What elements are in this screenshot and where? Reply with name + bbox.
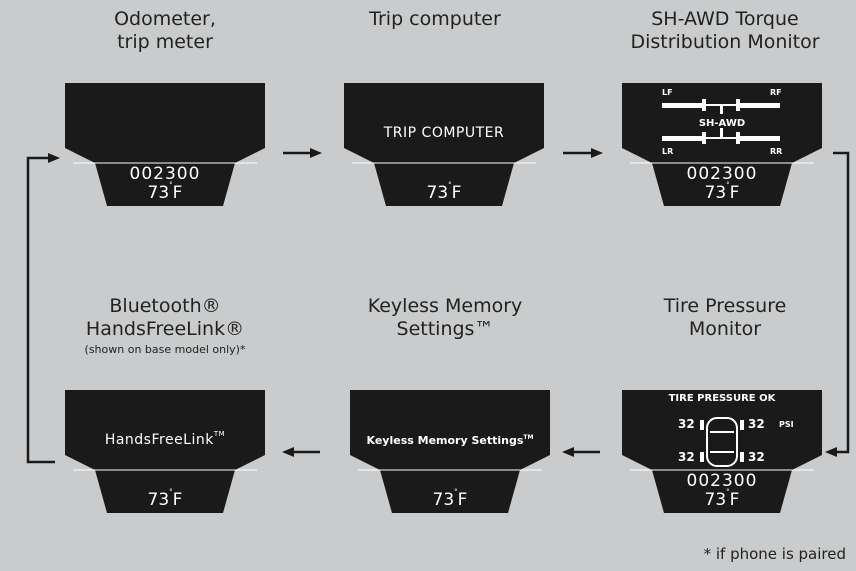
tm-mark: TM — [523, 434, 534, 441]
rr-label: RR — [770, 147, 783, 156]
temp-value: 73 — [147, 490, 170, 510]
display-tire: TIRE PRESSURE OK 32 32 PSI 32 32 002300 … — [622, 390, 822, 513]
odometer-reading: 002300 — [686, 471, 758, 491]
tire-rr: 32 — [748, 450, 765, 464]
lf-label: LF — [662, 88, 673, 97]
temperature: 73°F — [426, 181, 462, 203]
label-bluetooth-note: (shown on base model only)* — [84, 343, 246, 356]
message-text: Keyless Memory Settings — [366, 434, 524, 447]
tire-status: TIRE PRESSURE OK — [668, 393, 776, 404]
label-shawd-line2: Distribution Monitor — [630, 31, 820, 53]
label-bluetooth-line2: HandsFreeLink® — [85, 318, 245, 340]
message-text: HandsFreeLink — [104, 432, 214, 448]
temp-unit: F — [729, 490, 740, 510]
label-bluetooth: Bluetooth® HandsFreeLink® (shown on base… — [55, 295, 275, 359]
temp-unit: F — [172, 490, 183, 510]
temp-value: 73 — [704, 490, 727, 510]
tire-rl: 32 — [678, 450, 695, 464]
label-trip-line1: Trip computer — [369, 8, 501, 30]
temperature: 73°F — [704, 488, 740, 510]
psi-label: PSI — [779, 420, 794, 429]
tire-fl: 32 — [678, 417, 695, 431]
label-shawd: SH-AWD Torque Distribution Monitor — [610, 8, 840, 54]
keyless-message: Keyless Memory SettingsTM — [350, 434, 550, 447]
temp-unit: F — [451, 183, 462, 203]
temperature: 73°F — [432, 488, 468, 510]
temp-unit: F — [172, 183, 183, 203]
display-shawd: LF RF SH-AWD LR RR 002300 73°F — [622, 83, 822, 206]
temperature: 73°F — [704, 181, 740, 203]
label-tire: Tire Pressure Monitor — [620, 295, 830, 341]
display-keyless: Keyless Memory SettingsTM 73°F — [350, 390, 550, 513]
label-tire-line2: Monitor — [688, 318, 762, 340]
temp-unit: F — [729, 183, 740, 203]
label-odometer-line2: trip meter — [117, 31, 213, 53]
torque-bars-icon — [662, 99, 780, 144]
temp-value: 73 — [426, 183, 449, 203]
lr-label: LR — [662, 147, 674, 156]
display-bluetooth: HandsFreeLinkTM 73°F — [65, 390, 265, 513]
temp-value: 73 — [147, 183, 170, 203]
label-tire-line1: Tire Pressure — [663, 295, 787, 317]
label-odometer-line1: Odometer, — [114, 8, 216, 30]
temp-value: 73 — [432, 490, 455, 510]
label-keyless-line1: Keyless Memory — [367, 295, 523, 317]
label-trip: Trip computer — [330, 8, 540, 31]
label-bluetooth-line1: Bluetooth® — [109, 295, 221, 317]
display-odometer: 002300 73°F — [65, 83, 265, 206]
temperature: 73°F — [147, 181, 183, 203]
temp-value: 73 — [704, 183, 727, 203]
label-keyless: Keyless Memory Settings™ — [340, 295, 550, 341]
trip-message: TRIP COMPUTER — [383, 125, 505, 141]
label-odometer: Odometer, trip meter — [60, 8, 270, 54]
handsfreelink-message: HandsFreeLinkTM — [65, 430, 265, 448]
temp-unit: F — [457, 490, 468, 510]
display-trip: TRIP COMPUTER 73°F — [344, 83, 544, 206]
car-top-view-icon — [706, 417, 738, 467]
label-shawd-line1: SH-AWD Torque — [651, 8, 799, 30]
arrow-shawd-to-tire — [833, 151, 850, 454]
tm-mark: TM — [213, 430, 226, 438]
tire-fr: 32 — [748, 417, 765, 431]
odometer-reading: 002300 — [129, 164, 201, 184]
shawd-label: SH-AWD — [698, 118, 746, 129]
temperature: 73°F — [147, 488, 183, 510]
odometer-reading: 002300 — [686, 164, 758, 184]
label-keyless-line2: Settings™ — [396, 318, 494, 340]
rf-label: RF — [770, 88, 782, 97]
arrow-bluetooth-to-odo — [26, 156, 55, 464]
footnote: * if phone is paired — [703, 545, 846, 563]
